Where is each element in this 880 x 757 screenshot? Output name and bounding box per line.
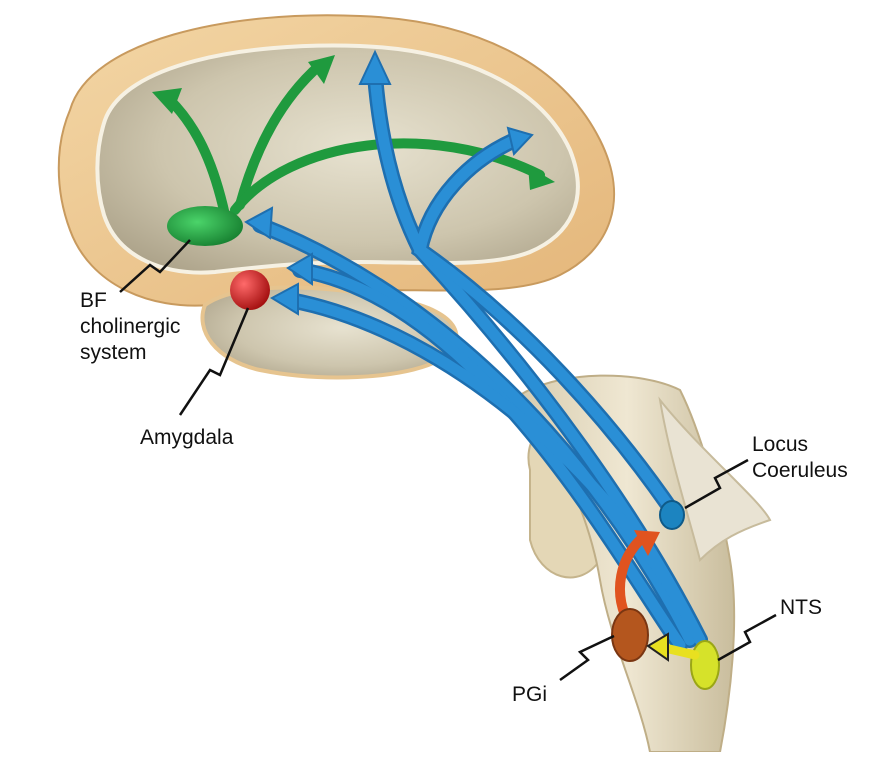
- nts-nucleus: [691, 641, 719, 689]
- label-pgi: PGi: [512, 682, 547, 708]
- label-bf-line1: BF: [80, 288, 180, 314]
- label-lc-line2: Coeruleus: [752, 458, 848, 484]
- label-lc-line1: Locus: [752, 432, 848, 458]
- locus-coeruleus-nucleus: [660, 501, 684, 529]
- label-bf-line2: cholinergic: [80, 314, 180, 340]
- bf-cholinergic-nucleus: [167, 206, 243, 246]
- amygdala-nucleus: [230, 270, 270, 310]
- label-locus-coeruleus: Locus Coeruleus: [752, 432, 848, 484]
- label-bf-line3: system: [80, 340, 180, 366]
- leader-pgi: [560, 636, 614, 680]
- pgi-nucleus: [612, 609, 648, 661]
- label-nts: NTS: [780, 595, 822, 621]
- label-bf-cholinergic-system: BF cholinergic system: [80, 288, 180, 366]
- label-amygdala: Amygdala: [140, 425, 233, 451]
